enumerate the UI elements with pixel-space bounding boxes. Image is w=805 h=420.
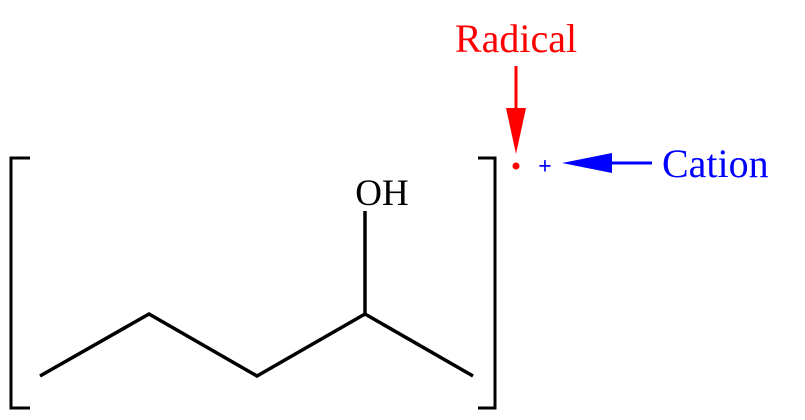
radical-label: Radical — [455, 16, 577, 61]
right-bracket — [478, 156, 497, 410]
radical-arrow-head — [506, 108, 526, 154]
cation-arrow-head — [562, 153, 612, 173]
cation-plus-sign: + — [538, 154, 552, 180]
radical-dot — [512, 162, 520, 170]
cation-label: Cation — [662, 141, 769, 186]
carbon-chain-bonds — [39, 311, 474, 379]
hydroxyl-label: OH — [355, 173, 408, 214]
left-bracket — [9, 156, 30, 410]
